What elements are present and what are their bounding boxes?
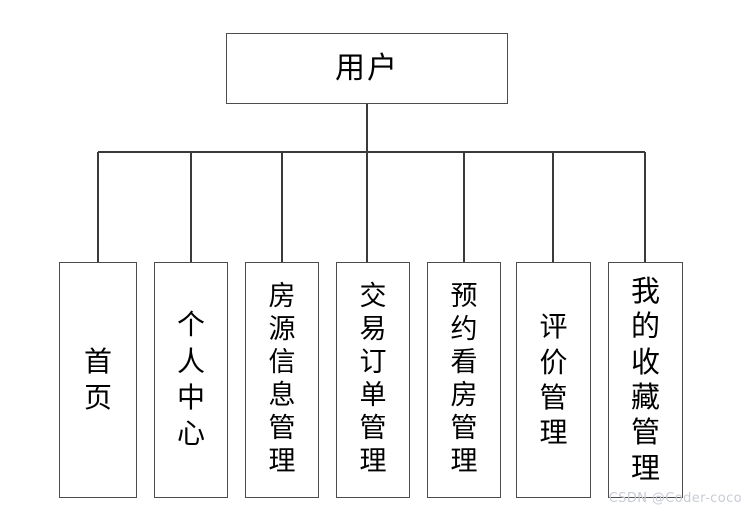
node-my-favorites-management-label: 我的收藏管理 xyxy=(631,273,661,485)
node-user-label: 用户 xyxy=(335,50,399,86)
node-review-management-label: 评价管理 xyxy=(539,310,568,450)
node-viewing-appointment-management: 预约看房管理 xyxy=(427,262,501,498)
node-transaction-order-management-label: 交易订单管理 xyxy=(359,281,387,477)
watermark: CSDN @Coder-coco xyxy=(608,491,742,506)
node-homepage: 首页 xyxy=(59,262,137,498)
node-personal-center: 个人中心 xyxy=(154,262,228,498)
node-viewing-appointment-management-label: 预约看房管理 xyxy=(450,281,478,477)
node-transaction-order-management: 交易订单管理 xyxy=(336,262,410,498)
node-homepage-label: 首页 xyxy=(84,344,113,414)
node-user: 用户 xyxy=(226,33,508,104)
node-my-favorites-management: 我的收藏管理 xyxy=(608,262,683,498)
node-personal-center-label: 个人中心 xyxy=(177,308,206,451)
node-listing-info-management-label: 房源信息管理 xyxy=(268,281,296,477)
node-review-management: 评价管理 xyxy=(516,262,591,498)
node-listing-info-management: 房源信息管理 xyxy=(245,262,319,498)
